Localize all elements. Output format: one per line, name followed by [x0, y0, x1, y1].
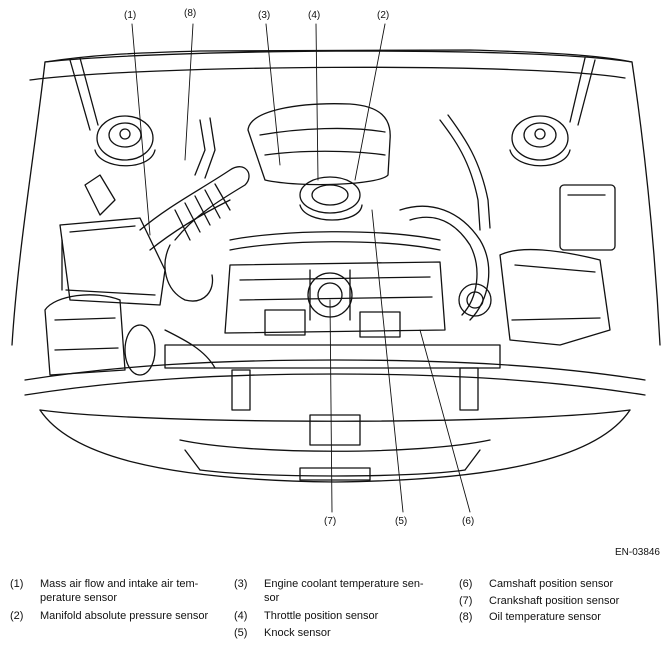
callout-1: (1) — [124, 10, 136, 21]
legend-label: Camshaft position sensor — [489, 578, 614, 590]
strut-tower-right — [509, 115, 571, 167]
legend-num: (6) — [459, 578, 473, 590]
hood-hinge-right — [569, 57, 596, 126]
strut-tower-left — [94, 115, 156, 167]
legend-label: Throttle position sensor — [264, 610, 379, 622]
callout-2: (2) — [377, 10, 389, 21]
legend-num: (3) — [234, 578, 248, 590]
legend: (1) Mass air flow and intake air tem-per… — [10, 577, 660, 647]
reservoir-right — [458, 184, 616, 346]
callout-5: (5) — [395, 516, 407, 527]
legend-label: Knock sensor — [264, 627, 331, 639]
leader-lines — [131, 23, 471, 513]
intake-duct — [139, 166, 250, 302]
lower-left-parts — [44, 294, 216, 376]
legend-label: Engine coolant temperature sen-sor — [264, 578, 424, 604]
callout-6: (6) — [462, 516, 474, 527]
legend-num: (2) — [10, 610, 24, 622]
figure-code: EN-03846 — [614, 547, 660, 558]
legend-label: Crankshaft position sensor — [489, 595, 620, 607]
callout-3: (3) — [258, 10, 270, 21]
legend-num: (1) — [10, 578, 24, 590]
legend-num: (7) — [459, 595, 473, 607]
legend-label: Manifold absolute pressure sensor — [40, 610, 209, 622]
engine-block — [224, 261, 446, 338]
legend-label: Mass air flow and intake air tem-peratur… — [40, 578, 199, 604]
hoses — [194, 114, 491, 321]
legend-num: (8) — [459, 611, 473, 623]
air-cleaner-box — [59, 174, 166, 306]
legend-label: Oil temperature sensor — [489, 611, 601, 623]
radiator-support — [24, 344, 646, 446]
callout-4: (4) — [308, 10, 320, 21]
callout-8: (8) — [184, 8, 196, 19]
throttle-body — [299, 176, 363, 221]
intake-manifold-cover — [247, 103, 391, 186]
legend-num: (5) — [234, 627, 248, 639]
legend-num: (4) — [234, 610, 248, 622]
front-bumper — [39, 409, 631, 483]
callout-7: (7) — [324, 516, 336, 527]
body-outline — [11, 50, 661, 346]
engine-bay-diagram: (1) (8) (3) (4) (2) (7) (5) (6) — [11, 8, 661, 527]
hood-hinge-left — [69, 57, 99, 131]
